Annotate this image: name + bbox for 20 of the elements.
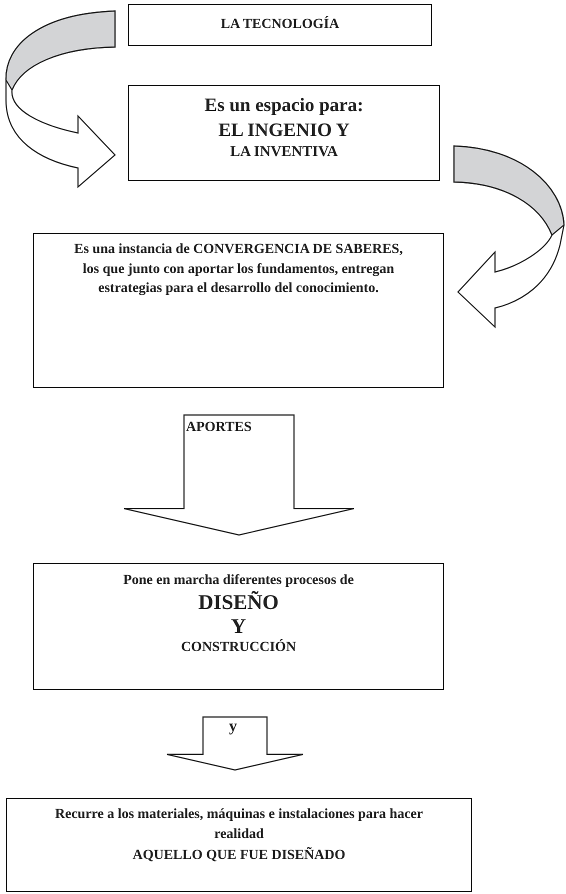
box-text: Y (230, 614, 246, 638)
box-text: LA INVENTIVA (230, 143, 338, 162)
curved-arrow (453, 145, 565, 328)
box-text: DISEÑO (198, 590, 279, 614)
box-text: Es una instancia de CONVERGENCIA DE SABERES, los que junto con aportar los fundamentos, entregan estrategias para el desarrollo del conocimiento. (73, 241, 404, 298)
text-box (33, 233, 444, 388)
box-text: Pone en marcha diferentes procesos de (123, 572, 354, 590)
box-text: Recurre a los materiales, máquinas e instalaciones para hacer realidad (54, 806, 424, 844)
text-box (33, 563, 444, 690)
curved-arrow (5, 10, 116, 188)
block-arrow (123, 414, 355, 536)
box-text: Es un espacio para: (204, 94, 364, 118)
text-box (128, 85, 440, 181)
box-text: AQUELLO QUE FUE DISEÑADO (132, 846, 346, 865)
box-text: CONSTRUCCIÓN (180, 638, 296, 658)
text-box (6, 798, 472, 892)
box-text: EL INGENIO Y (218, 118, 350, 143)
text-box (128, 4, 432, 46)
box-text: LA TECNOLOGÍA (220, 16, 340, 34)
block-arrow (166, 716, 304, 771)
